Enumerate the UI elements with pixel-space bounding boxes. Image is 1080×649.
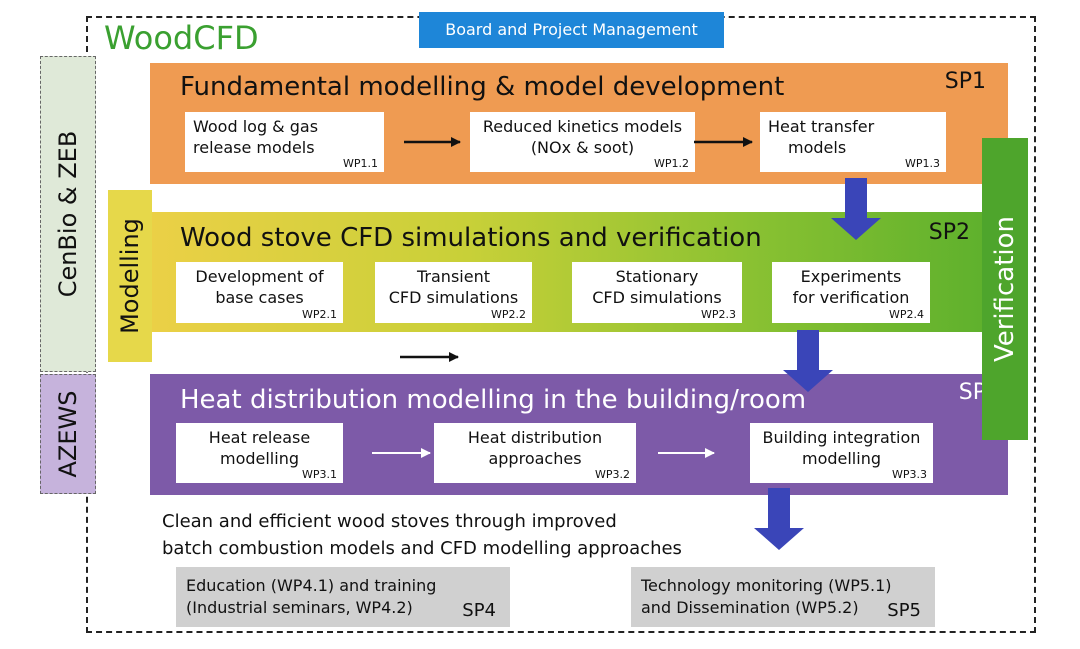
sp1-tag: SP1 — [944, 69, 986, 94]
sp1-block: Fundamental modelling & model developmen… — [150, 63, 1008, 184]
wp-id: WP2.1 — [301, 308, 337, 321]
sp5-tag: SP5 — [887, 600, 921, 621]
azews-panel: AZEWS — [40, 374, 96, 494]
wp-label: Transient CFD simulations — [375, 266, 532, 308]
wp-line: models — [788, 138, 847, 157]
wp-line: release models — [193, 138, 315, 157]
wp3-1-box: Heat release modelling WP3.1 — [176, 423, 343, 483]
wp-line: Building integration — [762, 428, 921, 447]
wp-line: Reduced kinetics models — [482, 117, 683, 136]
wp1-1-box: Wood log & gas release models WP1.1 — [185, 112, 384, 172]
wp-id: WP2.2 — [490, 308, 526, 321]
wp-line: Transient — [417, 267, 490, 286]
wp-label: Building integration modelling — [750, 427, 933, 469]
wp-line: Experiments — [800, 267, 902, 286]
board-management-box: Board and Project Management — [419, 12, 724, 48]
wp2-3-box: Stationary CFD simulations WP2.3 — [572, 262, 742, 323]
verification-bar: Verification — [982, 138, 1028, 440]
wp-id: WP1.2 — [653, 157, 689, 170]
wp-line: modelling — [801, 449, 881, 468]
wp-line: Stationary — [615, 267, 699, 286]
wp-label: Wood log & gas release models — [193, 116, 384, 158]
sp5-line: and Dissemination (WP5.2) — [641, 598, 859, 617]
wp-id: WP3.1 — [301, 468, 337, 481]
wp-line: approaches — [488, 449, 582, 468]
wp-id: WP1.1 — [342, 157, 378, 170]
wp2-1-box: Development of base cases WP2.1 — [176, 262, 343, 323]
sp1-heading: Fundamental modelling & model developmen… — [180, 72, 785, 102]
wp3-2-box: Heat distribution approaches WP3.2 — [434, 423, 636, 483]
project-goal-text: Clean and efficient wood stoves through … — [162, 508, 682, 562]
wp-line: for verification — [792, 288, 910, 307]
wp-line: Wood log & gas — [193, 117, 319, 136]
down-arrow-sp3-to-outcome — [754, 488, 804, 550]
wp1-3-box: Heat transfer models WP1.3 — [760, 112, 946, 172]
wp2-2-box: Transient CFD simulations WP2.2 — [375, 262, 532, 323]
sp2-tag: SP2 — [928, 220, 970, 245]
sp2-block: Wood stove CFD simulations and verificat… — [108, 212, 1010, 332]
wp-line: Development of — [195, 267, 324, 286]
wp-label: Heat transfer models — [768, 116, 946, 158]
wp3-3-box: Building integration modelling WP3.3 — [750, 423, 933, 483]
wp-line: CFD simulations — [592, 288, 722, 307]
sp4-box: Education (WP4.1) and training (Industri… — [176, 567, 510, 627]
wp-line: Heat release — [208, 428, 311, 447]
sp5-text: Technology monitoring (WP5.1) and Dissem… — [641, 575, 892, 619]
wp-id: WP3.2 — [594, 468, 630, 481]
goal-line: batch combustion models and CFD modellin… — [162, 538, 682, 559]
cenbio-zeb-panel: CenBio & ZEB — [40, 56, 96, 372]
wp1-2-box: Reduced kinetics models (NOx & soot) WP1… — [470, 112, 695, 172]
wp-label: Stationary CFD simulations — [572, 266, 742, 308]
sp3-heading: Heat distribution modelling in the build… — [180, 385, 807, 415]
wp-label: Reduced kinetics models (NOx & soot) — [470, 116, 695, 158]
sp4-tag: SP4 — [462, 600, 496, 621]
sp5-line: Technology monitoring (WP5.1) — [641, 576, 892, 595]
sp4-line: Education (WP4.1) and training — [186, 576, 437, 595]
wp-id: WP3.3 — [891, 468, 927, 481]
wp2-4-box: Experiments for verification WP2.4 — [772, 262, 930, 323]
goal-line: Clean and efficient wood stoves through … — [162, 511, 617, 532]
wp-line: Heat distribution — [467, 428, 603, 447]
wp-label: Experiments for verification — [772, 266, 930, 308]
sp3-block: Heat distribution modelling in the build… — [150, 374, 1008, 495]
wp-label: Heat distribution approaches — [434, 427, 636, 469]
wp-id: WP2.3 — [700, 308, 736, 321]
wp-id: WP1.3 — [904, 157, 940, 170]
project-title: WoodCFD — [104, 19, 259, 57]
wp-id: WP2.4 — [888, 308, 924, 321]
wp-label: Heat release modelling — [176, 427, 343, 469]
sp4-line: (Industrial seminars, WP4.2) — [186, 598, 413, 617]
down-arrow-sp2-to-sp3 — [783, 330, 833, 392]
wp-line: CFD simulations — [388, 288, 519, 307]
sp2-heading: Wood stove CFD simulations and verificat… — [180, 223, 762, 253]
sp4-text: Education (WP4.1) and training (Industri… — [186, 575, 436, 619]
wp-line: Heat transfer — [768, 117, 875, 136]
wp-line: (NOx & soot) — [530, 138, 635, 157]
wp-line: modelling — [219, 449, 299, 468]
sp5-box: Technology monitoring (WP5.1) and Dissem… — [631, 567, 935, 627]
down-arrow-sp1-to-sp2 — [831, 178, 881, 240]
wp-label: Development of base cases — [176, 266, 343, 308]
modelling-bar: Modelling — [108, 190, 152, 362]
wp-line: base cases — [215, 288, 304, 307]
